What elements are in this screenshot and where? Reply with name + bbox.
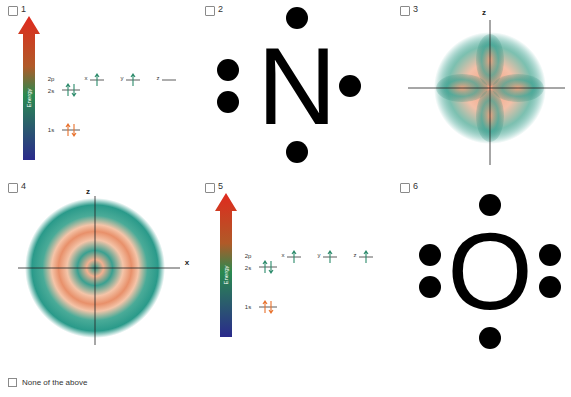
orbital-label: y (318, 252, 321, 258)
option-number: 6 (413, 181, 418, 192)
answer-option: 4 (8, 181, 196, 351)
checkbox (8, 6, 18, 16)
orbital-label: 2p (48, 76, 55, 82)
checkbox (9, 379, 17, 387)
orbital-label: 1s (48, 127, 54, 133)
option-number: 5 (218, 181, 223, 192)
orbital-label: y (121, 75, 124, 81)
electron-dots (419, 194, 561, 349)
answer-option: 5 (205, 181, 393, 351)
axis-label: Energy (223, 265, 229, 284)
element-symbol: N (257, 31, 336, 141)
checkbox (400, 183, 410, 193)
answer-option: 3 (400, 4, 568, 174)
axis-label: Energy (26, 88, 32, 107)
orbital-label: 2s (245, 265, 251, 271)
p-orbital (408, 20, 565, 165)
option-number: 3 (413, 4, 418, 15)
axis-label: z (482, 9, 486, 17)
checkbox (205, 6, 215, 16)
checkbox (205, 183, 215, 193)
axis-label: x (185, 259, 189, 267)
orbital-diagram (18, 16, 176, 160)
orbital-label: x (85, 75, 88, 81)
orbital-label: 1s (245, 304, 251, 310)
answer-option: 1 (8, 4, 196, 174)
element-symbol: O (447, 216, 533, 326)
answer-option-text: None of the above (22, 379, 87, 387)
s-orbital (18, 196, 180, 345)
electron-dots (217, 7, 361, 163)
orbital-diagram (215, 193, 373, 337)
orbital-label: z (354, 252, 357, 258)
orbital-label: 2s (48, 88, 54, 94)
orbital-label: x (282, 252, 285, 258)
checkbox (8, 183, 18, 193)
axis-label: z (86, 188, 90, 196)
checkbox (400, 6, 410, 16)
option-number: 2 (218, 4, 223, 15)
option-number: 1 (21, 4, 26, 15)
orbital-label: 2p (245, 253, 252, 259)
option-number: 4 (21, 181, 26, 192)
orbital-label: z (157, 75, 160, 81)
